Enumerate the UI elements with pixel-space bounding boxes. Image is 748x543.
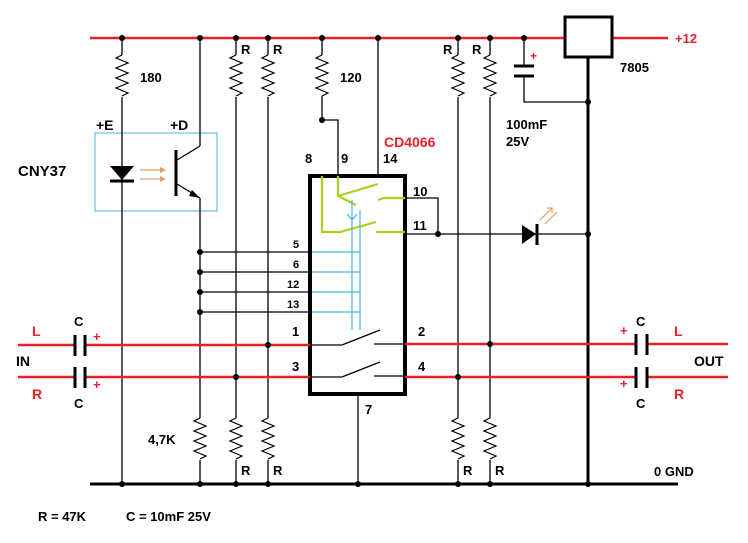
footer-c: C = 10mF 25V <box>126 509 211 524</box>
top-resistors <box>235 38 491 484</box>
pin-label: 9 <box>341 151 348 166</box>
cap-c-label: C <box>636 396 646 411</box>
cap100-bottom-wire <box>523 76 588 103</box>
junction-dot <box>585 231 591 237</box>
opto-name: CNY37 <box>18 163 66 180</box>
internal-control <box>312 200 361 330</box>
pin-label: 12 <box>287 279 299 291</box>
cap-plus: + <box>93 377 101 392</box>
cd4066-chip <box>308 174 407 396</box>
cap-c-label: C <box>74 396 84 411</box>
r-label: R <box>495 463 505 478</box>
cap-c-label: C <box>636 314 646 329</box>
audio-switch-right <box>312 361 405 378</box>
r-label: R <box>273 42 283 57</box>
r-label: R <box>463 463 473 478</box>
footer-r: R = 47K <box>38 509 87 524</box>
in-label: IN <box>16 353 30 369</box>
resistor-r <box>482 417 498 460</box>
resistor-r <box>260 417 276 460</box>
pin-label: 2 <box>418 324 425 339</box>
control-lines <box>197 249 310 315</box>
audio-switch-left <box>312 329 405 346</box>
pin10-wire <box>405 197 439 234</box>
emitter-arrow-icon <box>189 190 200 198</box>
coupling-caps <box>73 334 649 388</box>
resistor-r <box>450 54 466 97</box>
r-label: R <box>273 463 283 478</box>
r-label: R <box>241 42 251 57</box>
resistor-4k7-label: 4,7K <box>148 432 176 447</box>
junction-dot <box>319 117 325 123</box>
opto-e-label: +E <box>96 117 114 133</box>
out-l-label: L <box>674 323 683 339</box>
junction-dot <box>521 35 527 41</box>
ic-name: CD4066 <box>384 134 436 150</box>
opto-rays-icon <box>140 167 166 182</box>
pin-label: 7 <box>365 402 372 417</box>
pin-label: 14 <box>383 151 398 166</box>
status-led-icon <box>522 225 536 244</box>
pin-label: 13 <box>287 299 299 311</box>
cap-c-label: C <box>74 314 84 329</box>
resistor-r <box>228 417 244 460</box>
pin-label: 8 <box>305 151 312 166</box>
opto-led-icon <box>110 166 134 180</box>
rail-junctions <box>119 35 591 487</box>
plus12-label: +12 <box>675 31 697 46</box>
junction-dot <box>435 231 441 237</box>
opto-d-label: +D <box>170 117 188 133</box>
junction-dot <box>585 99 591 105</box>
resistor-180-label: 180 <box>140 70 162 85</box>
resistor-r <box>482 54 498 97</box>
out-r-label: R <box>674 386 684 402</box>
r-label: R <box>443 42 453 57</box>
green-switch <box>320 176 405 234</box>
cap100-plus: + <box>530 49 537 63</box>
r120-to-pin8 <box>321 96 339 176</box>
gnd-label: 0 GND <box>654 464 694 479</box>
resistor-r <box>260 54 276 97</box>
resistor-r <box>450 417 466 460</box>
resistor-4k7 <box>192 417 208 460</box>
regulator-label: 7805 <box>620 60 649 75</box>
audio-junctions <box>233 341 493 380</box>
pin-label: 5 <box>293 239 299 251</box>
r-label: R <box>241 463 251 478</box>
pin-label: 10 <box>413 184 427 199</box>
cap-plus: + <box>620 323 628 338</box>
cap-plus: + <box>620 376 628 391</box>
led-rays-icon <box>539 207 558 225</box>
cap-plus: + <box>93 329 101 344</box>
r-label: R <box>472 42 482 57</box>
pin-label: 3 <box>292 359 299 374</box>
pin-label: 6 <box>293 259 299 271</box>
resistor-180 <box>114 54 130 97</box>
resistor-120-label: 120 <box>340 70 362 85</box>
opto-box <box>94 132 218 212</box>
regulator-7805 <box>563 15 614 59</box>
in-l-label: L <box>32 323 41 339</box>
phototransistor-collector <box>176 145 201 161</box>
resistor-120 <box>314 54 330 97</box>
pin-label: 1 <box>292 324 299 339</box>
pin-label: 4 <box>418 359 426 374</box>
resistor-r <box>228 54 244 97</box>
cap100-voltage: 25V <box>506 134 529 149</box>
pin-label: 11 <box>413 218 427 233</box>
out-label: OUT <box>694 353 724 369</box>
in-r-label: R <box>32 386 42 402</box>
cap100-value: 100mF <box>506 117 547 132</box>
